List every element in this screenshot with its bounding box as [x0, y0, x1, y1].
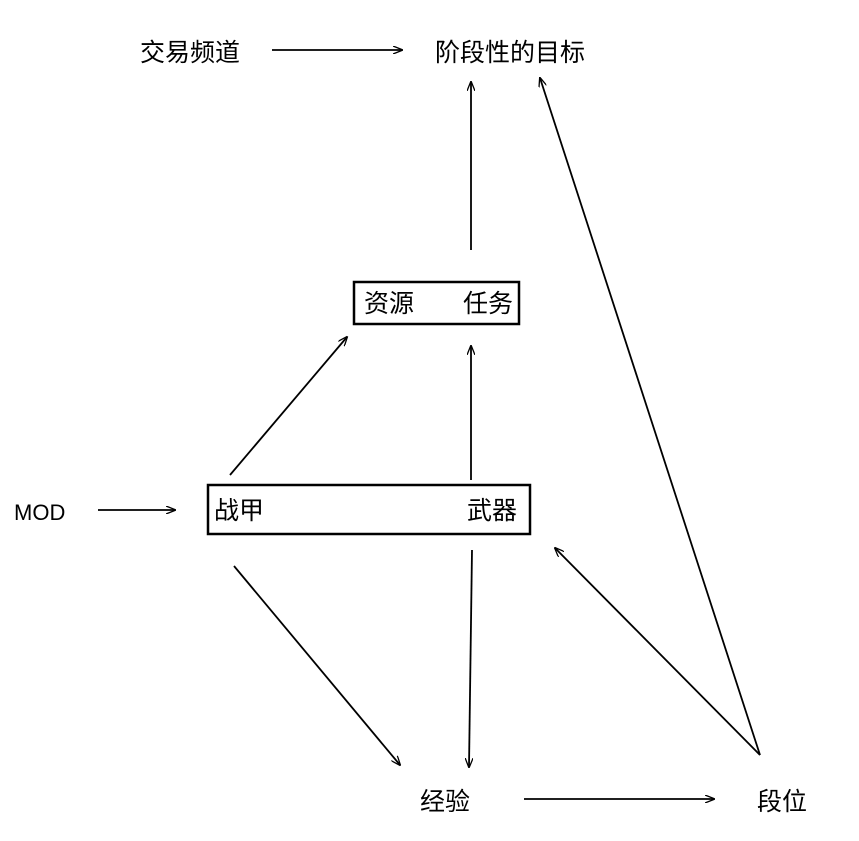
- node-weapon: 武器: [467, 496, 517, 525]
- warframe-weapon-box: [206, 483, 532, 536]
- arrow-rank-to-goal: [540, 78, 761, 756]
- arrow-rank-to-box: [555, 548, 761, 756]
- resources-tasks-box: [352, 280, 521, 326]
- node-trade-channel: 交易频道: [140, 38, 240, 67]
- arrow-warframe-to-resources: [229, 337, 347, 476]
- arrow-weapon-to-experience: [469, 549, 472, 767]
- node-warframe: 战甲: [214, 496, 264, 525]
- node-rank: 段位: [757, 787, 807, 816]
- node-resources: 资源: [364, 289, 414, 318]
- node-tasks: 任务: [463, 289, 513, 318]
- arrow-warframe-to-experience: [233, 565, 400, 765]
- node-mod: MOD: [14, 500, 65, 525]
- node-stage-goal: 阶段性的目标: [435, 38, 585, 67]
- node-experience: 经验: [420, 787, 470, 816]
